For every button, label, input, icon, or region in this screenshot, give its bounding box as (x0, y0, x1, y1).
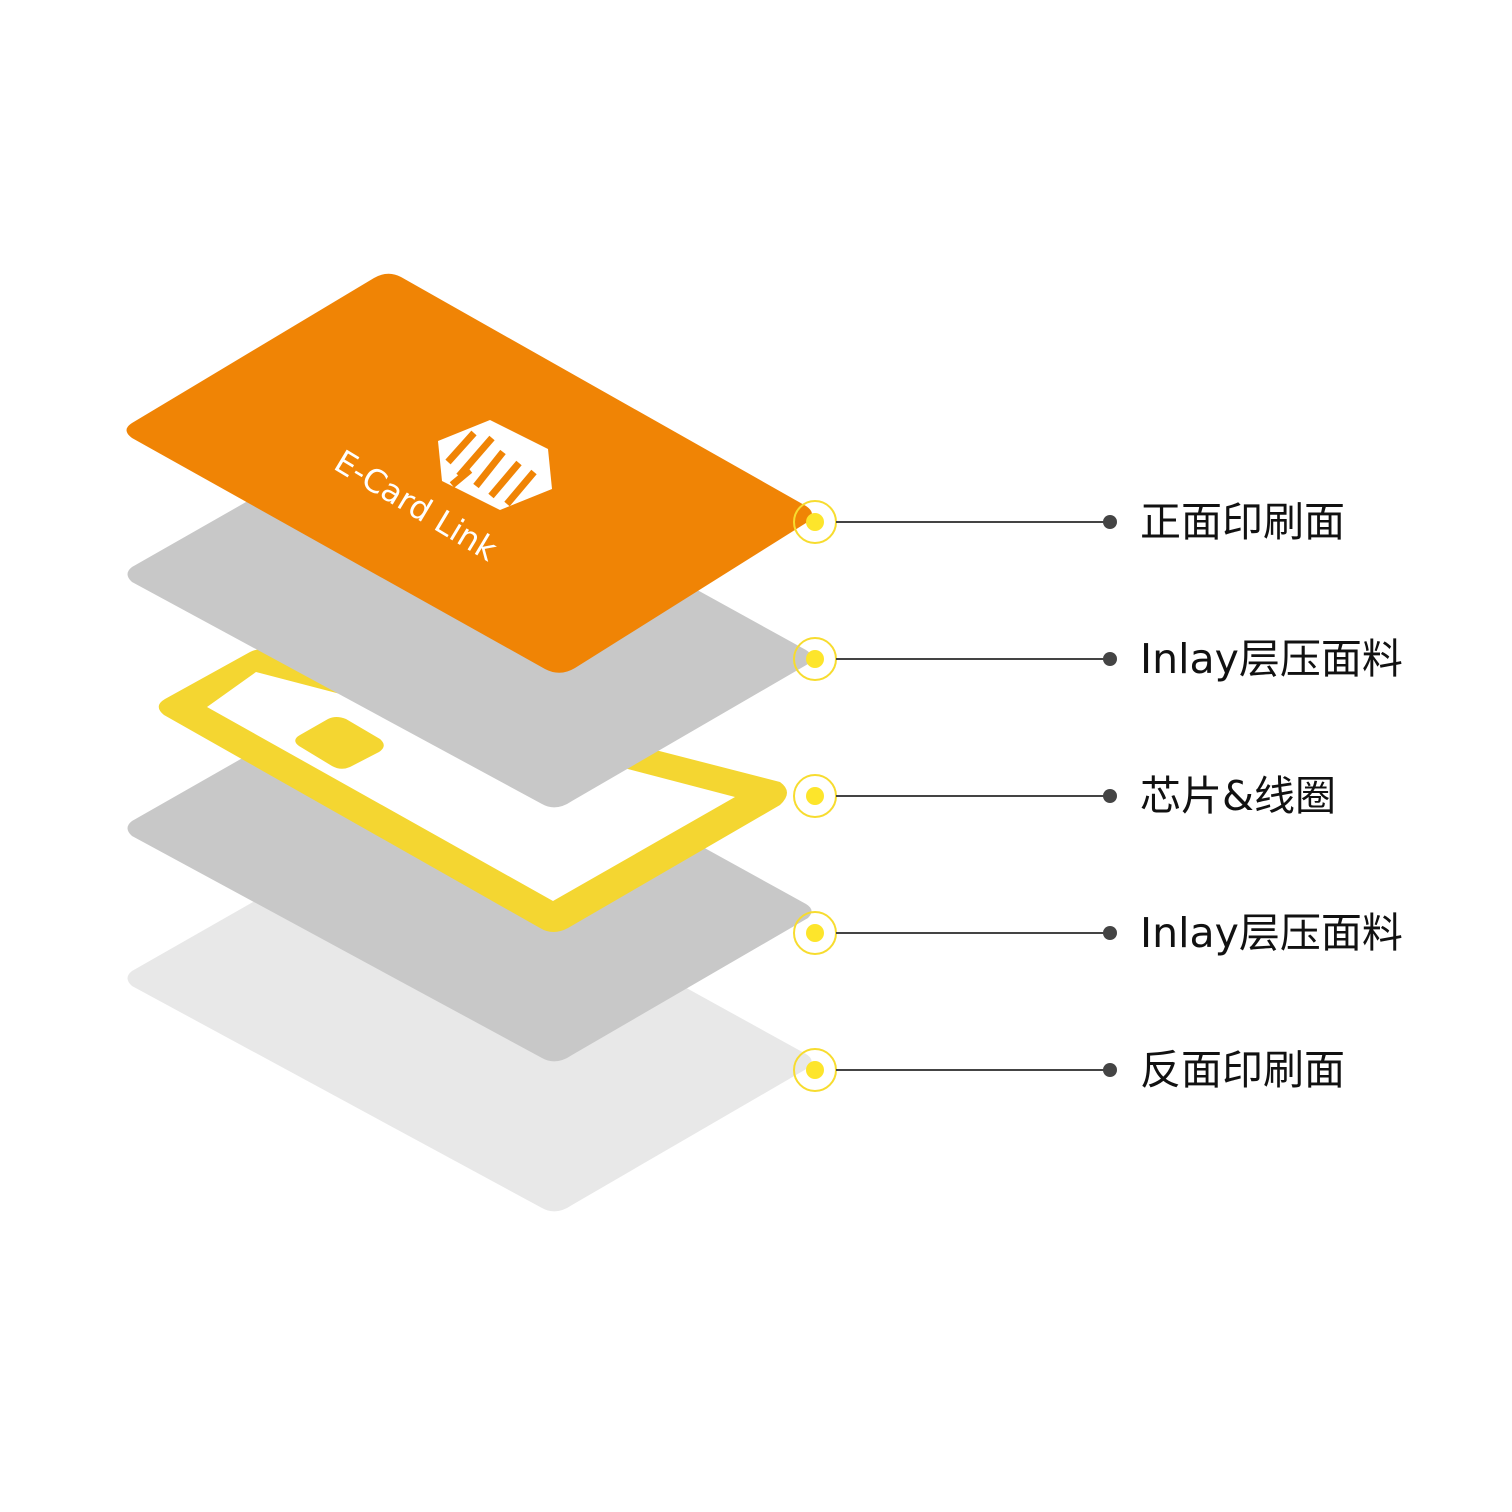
leader-end-dot (1103, 652, 1117, 666)
leader-end-dot (1103, 926, 1117, 940)
marker-dot (806, 1061, 824, 1079)
logo-stripes (445, 430, 537, 507)
logo-stripe (449, 467, 473, 488)
logo-stripe (445, 430, 477, 465)
marker-dot (806, 787, 824, 805)
marker-dot (806, 650, 824, 668)
chip-module (295, 717, 384, 769)
label-inlay1: Inlay层压面料 (1140, 635, 1403, 683)
logo-stripe (473, 449, 506, 489)
label-inlay2: Inlay层压面料 (1140, 909, 1403, 957)
logo-stripe (504, 469, 537, 507)
ecard-link-logo-icon (438, 420, 552, 510)
label-back: 反面印刷面 (1140, 1046, 1345, 1094)
layer-stack: E-Card Link (126, 273, 812, 1212)
leader-end-dot (1103, 1063, 1117, 1077)
leader-end-dot (1103, 515, 1117, 529)
callout-back (793, 1048, 1117, 1092)
marker-dot (806, 513, 824, 531)
callout-chip (793, 774, 1117, 818)
callout-inlay2 (793, 911, 1117, 955)
callout-front (793, 500, 1117, 544)
leader-end-dot (1103, 789, 1117, 803)
callout-inlay1 (793, 637, 1117, 681)
label-chip: 芯片&线圈 (1140, 772, 1336, 820)
front-print-layer: E-Card Link (126, 273, 812, 673)
callout-lines (793, 500, 1117, 1092)
logo-stripe (456, 435, 495, 479)
marker-dot (806, 924, 824, 942)
label-front: 正面印刷面 (1140, 498, 1345, 546)
logo-stripe (488, 460, 522, 499)
